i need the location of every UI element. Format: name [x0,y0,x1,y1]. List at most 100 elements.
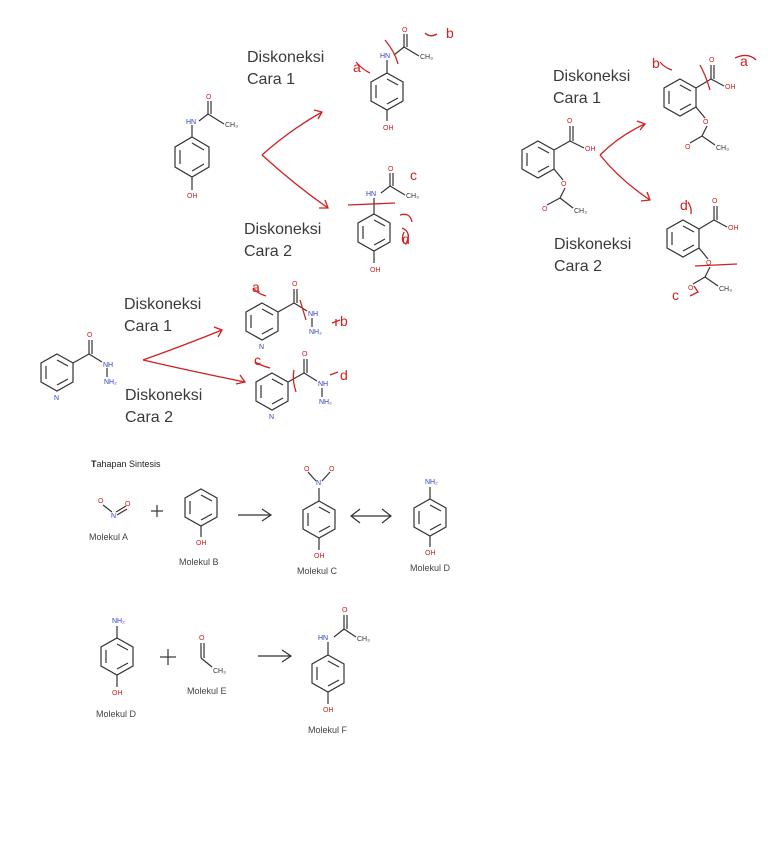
paracetamol-structure [174,101,225,190]
atom-o: O [98,498,104,505]
atom-o: O [703,119,709,126]
diskoneksi-cara1-top-right: Diskoneksi Cara 1 [553,68,631,107]
atom-o: O [712,198,718,205]
disconnection-arrows-top-left [261,109,329,209]
atom-ch3: CH₃ [574,208,587,215]
atom-nh2: NH₂ [104,379,117,386]
annotation-c: c [672,287,679,303]
reaction-double-arrow [350,508,392,524]
molekul-e-structure [200,643,213,668]
nicotinic-cara1-cuts [252,287,341,326]
atom-o: O [561,181,567,188]
atom-ch3: CH₃ [719,286,732,293]
atom-n: N [54,395,59,402]
nicotinic-hydrazide-structure [40,340,108,392]
disconnection-arrows-top-right [599,120,651,202]
paracetamol-cara2-product [357,173,406,263]
annotation-b: b [340,313,348,329]
atom-o: O [304,466,310,473]
label-molekul-d-second: Molekul D [96,709,137,719]
atom-oh: OH [383,125,394,132]
atom-o: O [685,144,691,151]
molekul-a-structure [102,504,128,516]
molekul-d2-structure [100,626,134,687]
atom-oh: OH [425,550,436,557]
nicotinic-cara2-cuts [254,361,339,393]
atom-nh: NH [103,362,113,369]
paracetamol-cara1-product [370,34,420,121]
aspirin-structure [521,126,585,209]
label-molekul-e: Molekul E [187,686,227,696]
label-molekul-d: Molekul D [410,563,451,573]
atom-nh2: NH₂ [309,329,322,336]
atom-o: O [567,118,573,125]
annotation-b: b [652,55,660,71]
plus-sign-2 [160,649,176,665]
aspirin-cara1-product [663,65,725,146]
atom-o: O [87,332,93,339]
atom-oh: OH [187,193,198,200]
aspirin-cara2-cuts [687,201,738,297]
annotation-c: c [254,352,261,368]
atom-ch3: CH₃ [406,193,419,200]
annotation-c: c [410,167,417,183]
atom-nh: NH [308,311,318,318]
plus-sign-1 [151,505,163,517]
atom-oh: OH [725,84,736,91]
atom-oh: OH [323,707,334,714]
atom-nh2: NH₂ [425,479,438,486]
molekul-c-structure [302,471,336,550]
label-molekul-c: Molekul C [297,566,338,576]
diskoneksi-cara2-top-right: Diskoneksi Cara 2 [554,236,632,275]
reaction-arrow-2 [258,649,293,663]
nicotinic-cara1-product [245,289,313,341]
annotation-b: b [446,25,454,41]
aspirin-cara1-cuts [659,54,757,91]
annotation-a: a [252,279,260,295]
atom-n: N [316,480,321,487]
cara2-cut-marks [347,202,413,245]
atom-o: O [125,501,131,508]
atom-o: O [199,635,205,642]
atom-o: O [388,166,394,173]
atom-o: O [709,57,715,64]
atom-hn: HN [366,191,376,198]
atom-ch3: CH₃ [716,145,729,152]
atom-oh: OH [370,267,381,274]
atom-o: O [206,94,212,101]
atom-o: O [706,260,712,267]
annotation-a: a [353,59,361,75]
aspirin-cara2-product [666,206,728,287]
annotation-d: d [402,231,410,247]
atom-oh: OH [196,540,207,547]
atom-o: O [688,285,694,292]
diskoneksi-cara2-top-left: Diskoneksi Cara 2 [244,221,322,260]
annotation-d: d [340,367,348,383]
atom-oh: OH [314,553,325,560]
atom-n: N [259,344,264,351]
atom-n: N [111,513,116,520]
atom-hn: HN [380,53,390,60]
atom-ch3: CH₃ [213,668,226,675]
atom-oh: OH [585,146,596,153]
atom-hn: HN [318,635,328,642]
diskoneksi-cara1-middle: Diskoneksi Cara 1 [124,296,202,335]
synthesis-title: Tahapan Sintesis [91,459,161,469]
atom-nh2: NH₂ [319,399,332,406]
atom-o: O [342,607,348,614]
atom-o: O [542,206,548,213]
label-molekul-b: Molekul B [179,557,219,567]
atom-o: O [292,281,298,288]
molekul-b-structure [184,488,218,537]
diskoneksi-cara1-top-left: Diskoneksi Cara 1 [247,49,325,88]
cara1-cut-marks [355,32,438,74]
atom-ch3: CH₃ [420,54,433,61]
reaction-arrow-1 [238,508,273,522]
annotation-d: d [680,197,688,213]
disconnection-arrows-middle [142,326,247,385]
nicotinic-cara2-product [255,359,323,411]
atom-n: N [269,414,274,421]
atom-o: O [302,351,308,358]
atom-oh: OH [728,225,739,232]
